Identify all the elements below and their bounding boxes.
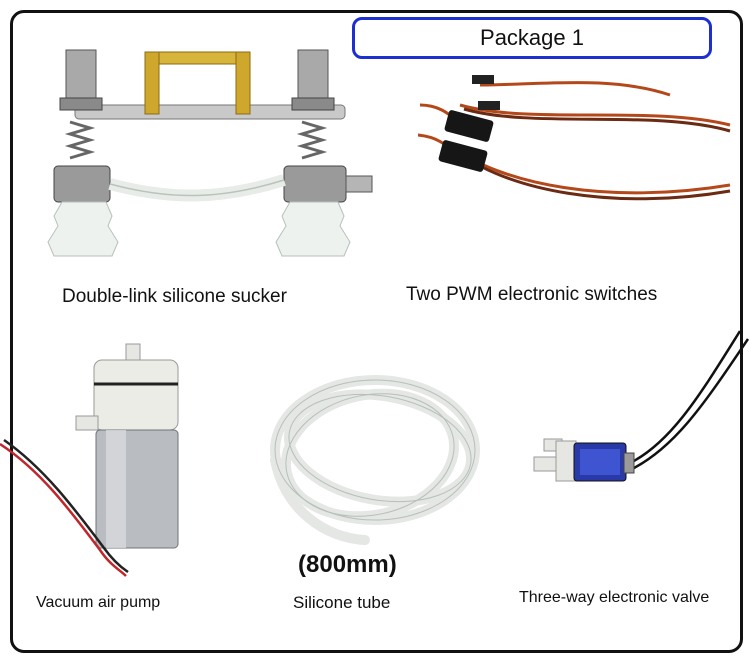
package-label: Package 1	[352, 17, 712, 59]
caption-pwm-switches: Two PWM electronic switches	[406, 284, 658, 305]
caption-silicone-tube: Silicone tube	[293, 593, 391, 612]
pwm-switch-icon	[417, 75, 731, 201]
caption-vacuum-pump: Vacuum air pump	[36, 594, 161, 611]
caption-solenoid-valve: Three-way electronic valve	[519, 589, 710, 606]
double-suction-cup-icon	[47, 49, 373, 257]
solenoid-valve-icon	[533, 330, 750, 482]
vacuum-pump-icon	[0, 343, 179, 577]
silicone-tube-icon	[270, 375, 480, 545]
caption-double-suction-cup: Double-link silicone sucker	[62, 286, 287, 307]
tube-length: (800mm)	[298, 551, 397, 578]
